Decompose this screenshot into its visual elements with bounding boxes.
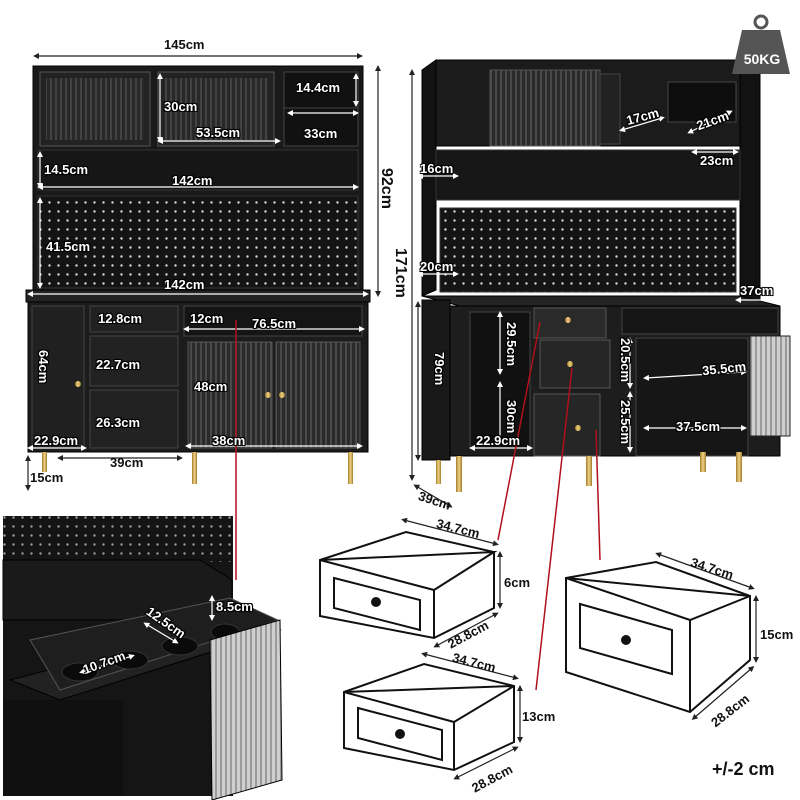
- pegboard-height-label: 41.5cm: [46, 239, 91, 254]
- drawer-small-height-label: 12.8cm: [98, 311, 143, 326]
- rack-height-label: 8.5cm: [216, 599, 253, 614]
- drawer-3-height-label: 15cm: [760, 627, 794, 642]
- low-drawer-height-label: 25.5cm: [618, 400, 633, 445]
- side-cabinet-width-label: 22.9cm: [34, 433, 79, 448]
- pointer-lines: [235, 320, 601, 691]
- countertop-width-label: 142cm: [164, 277, 205, 292]
- front-inner-dimension-lines: [27, 73, 369, 451]
- door-cabinet-height-label: 48cm: [194, 379, 228, 394]
- weight-label: 50KG: [743, 51, 781, 67]
- drawer-2-height-label: 13cm: [522, 709, 556, 724]
- wine-rack-depth-label: 37cm: [740, 283, 774, 298]
- top-door-height-label: 30cm: [164, 99, 198, 114]
- front-depth-label: 39cm: [110, 455, 144, 470]
- top-compartment-width-label: 33cm: [304, 126, 338, 141]
- side-view-cabinet: [421, 59, 791, 492]
- side-inner-dimension-lines: [417, 110, 781, 453]
- shelf-height-label: 14.5cm: [44, 162, 89, 177]
- side-cabinet-height-label: 64cm: [36, 350, 51, 384]
- cup-holder-width-label: 23cm: [700, 153, 734, 168]
- drawer-6cm: [319, 530, 498, 640]
- left-lower-height-label: 30cm: [504, 400, 519, 434]
- top-shelf-depth-label: 16cm: [420, 161, 454, 176]
- leg-height-label: 15cm: [30, 470, 64, 485]
- left-drawer-height-label: 29.5cm: [504, 322, 519, 367]
- wine-rack-height-label: 12cm: [190, 311, 224, 326]
- drawer-medium-height-label: 22.7cm: [96, 357, 141, 372]
- top-door-width-label: 53.5cm: [196, 125, 241, 140]
- drawer-15cm: [565, 560, 751, 714]
- drawer-dimension-lines: [401, 517, 759, 780]
- right-bottom-width-label: 37.5cm: [676, 419, 721, 434]
- overall-width-label: 145cm: [164, 37, 205, 52]
- weight-icon: [732, 14, 790, 74]
- tolerance-note: +/-2 cm: [712, 759, 775, 779]
- top-compartment-height-label: 14.4cm: [296, 80, 341, 95]
- wine-rack-detail: [2, 516, 283, 800]
- drawer-1-height-label: 6cm: [504, 575, 531, 590]
- detail-dimension-lines: [79, 595, 215, 674]
- door-cabinet-width-label: 38cm: [212, 433, 246, 448]
- shelf-width-label: 142cm: [172, 173, 213, 188]
- wine-rack-width-label: 76.5cm: [252, 316, 297, 331]
- hutch-height-label: 92cm: [378, 168, 395, 209]
- drawer-large-height-label: 26.3cm: [96, 415, 141, 430]
- base-height-label: 79cm: [432, 352, 447, 386]
- front-dimension-lines: [25, 53, 381, 491]
- side-dimension-lines: [409, 69, 453, 508]
- left-width-label: 22.9cm: [476, 433, 521, 448]
- total-height-label: 171cm: [392, 248, 409, 298]
- pegboard-depth-label: 20cm: [420, 259, 454, 274]
- mid-drawer-height-label: 20.5cm: [618, 338, 633, 383]
- drawer-13cm: [343, 662, 515, 772]
